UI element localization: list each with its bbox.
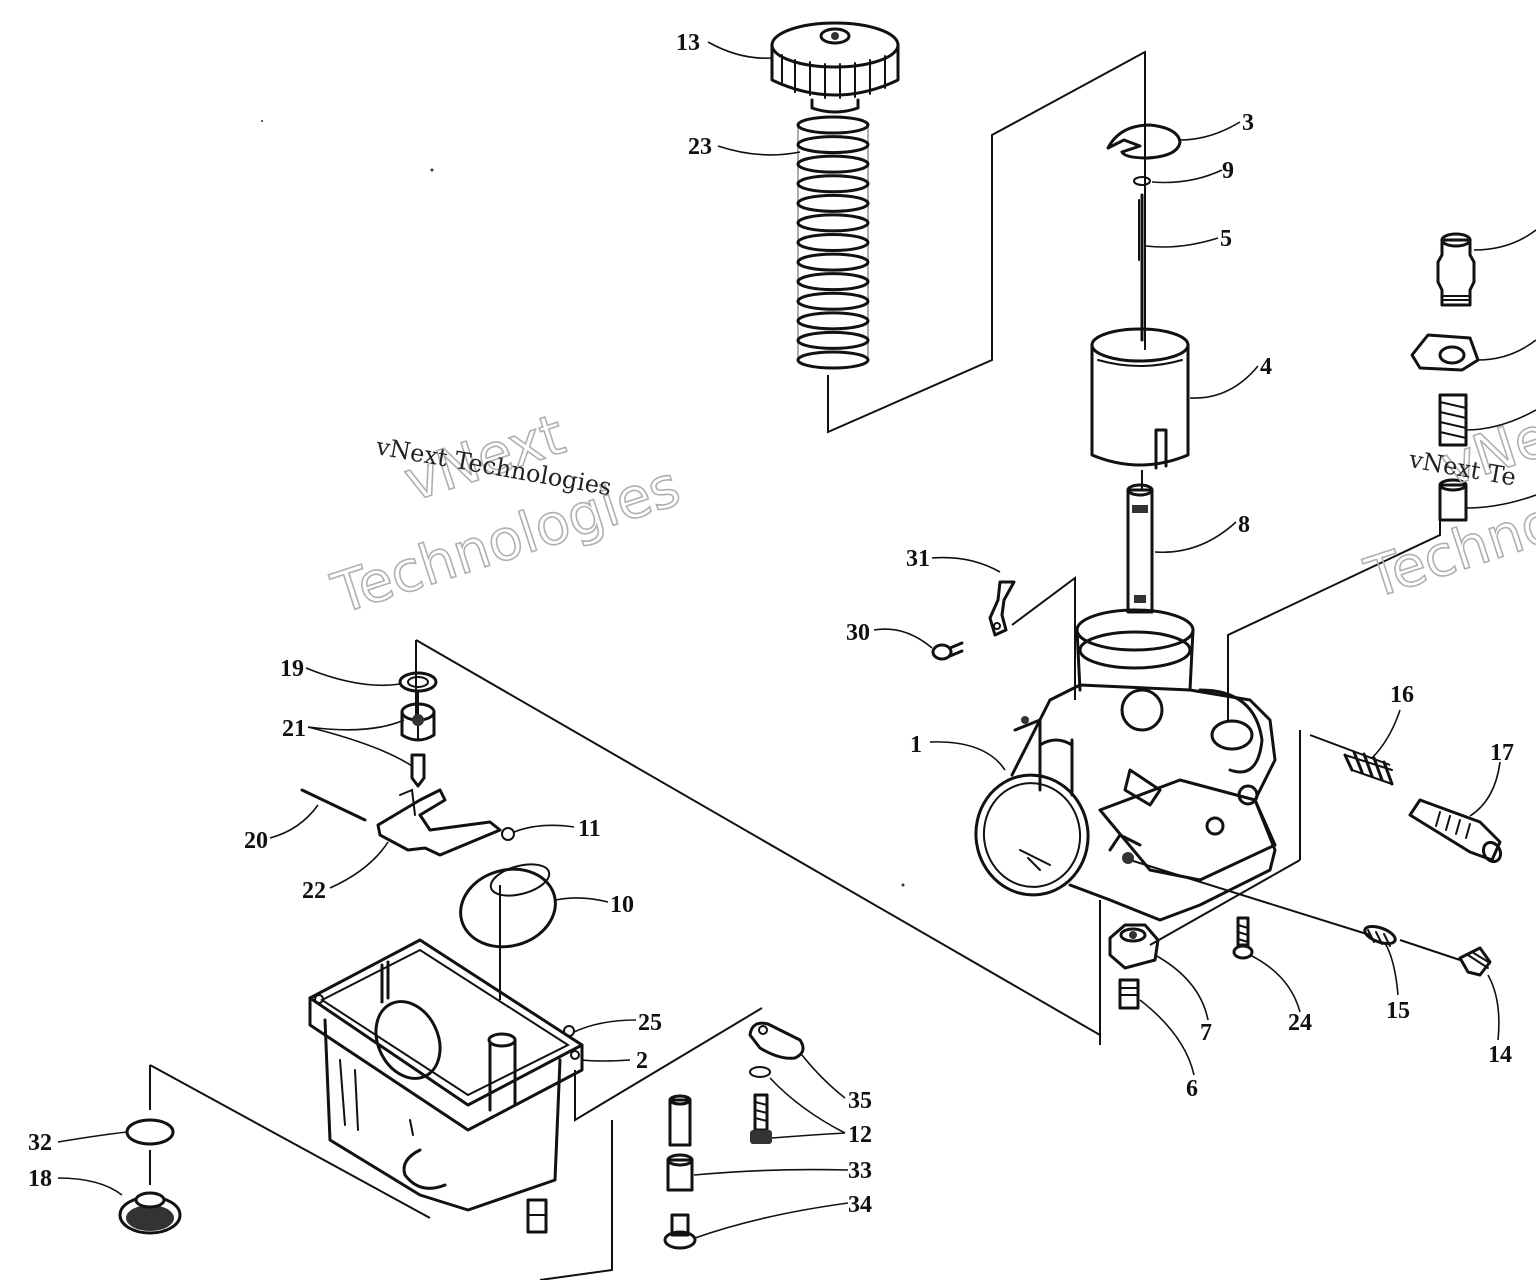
part-34-drain-screw (663, 1213, 697, 1250)
callout-22: 22 (302, 878, 326, 904)
callout-31: 31 (906, 546, 930, 572)
callout-numbers: 13 23 3 9 5 4 8 31 30 1 19 21 20 22 11 1… (28, 30, 1514, 1218)
spring-coil (796, 174, 870, 194)
part-20-float-pin (300, 788, 367, 822)
callout-2: 2 (636, 1048, 648, 1074)
stray-specks (261, 120, 905, 887)
watermark-left: vNext Technologies vNext Technologies (324, 401, 689, 628)
part-24-screw (1232, 916, 1254, 960)
part-17-pilot-screw (1408, 798, 1503, 864)
callout-33: 33 (848, 1158, 872, 1184)
part-1-carburetor-body (974, 608, 1277, 922)
part-10-float (459, 863, 557, 949)
callout-17: 17 (1490, 740, 1514, 766)
part-12-bolt (749, 1066, 772, 1144)
callout-20: 20 (244, 828, 268, 854)
spring-coil (796, 252, 870, 272)
spring-coil (796, 193, 870, 213)
callout-1: 1 (910, 732, 922, 758)
callout-30: 30 (846, 620, 870, 646)
part-3-clip-plate (1106, 123, 1182, 160)
spring-coil (796, 233, 870, 252)
callout-25: 25 (638, 1010, 662, 1036)
callout-32: 32 (28, 1130, 52, 1156)
leader-lines (57, 41, 1501, 1239)
part-21-needle-valve (400, 702, 436, 788)
part-22-float-arm (376, 788, 502, 857)
callout-3: 3 (1242, 110, 1254, 136)
part-18-drain-plug (118, 1191, 182, 1235)
callout-6: 6 (1186, 1076, 1198, 1102)
callout-24: 24 (1288, 1010, 1312, 1036)
part-8-needle-jet (1126, 483, 1154, 614)
callout-35: 35 (848, 1088, 872, 1114)
part-16-spring (1343, 750, 1394, 786)
callout-21: 21 (282, 716, 306, 742)
watermark-right-big-2: Techno (1358, 489, 1536, 611)
spring-coil (796, 272, 870, 292)
assembly-guide-lines (149, 50, 1461, 1280)
part-14-stop-screw (1458, 946, 1492, 977)
callout-11: 11 (578, 816, 601, 842)
watermark-right: vNe Techno vNext Te (1357, 403, 1536, 612)
part-35-plate (748, 1021, 805, 1060)
callout-7: 7 (1200, 1020, 1212, 1046)
callout-12: 12 (848, 1122, 872, 1148)
part-23-spring (796, 115, 870, 370)
callout-19: 19 (280, 656, 304, 682)
part-5-jet-needle (1138, 193, 1144, 342)
spring-coil (796, 154, 870, 174)
spring-coil (796, 291, 870, 311)
part-13-top-cap (770, 21, 900, 114)
spring-coil (796, 213, 870, 233)
part-7-jet-holder (1108, 923, 1160, 970)
callout-13: 13 (676, 30, 700, 56)
callout-8: 8 (1238, 512, 1250, 538)
callout-4: 4 (1260, 354, 1272, 380)
callout-18: 18 (28, 1166, 52, 1192)
spring-coil (796, 350, 870, 370)
callout-23: 23 (688, 134, 712, 160)
part-2-float-bowl (308, 938, 584, 1234)
spring-outline (797, 124, 869, 361)
callout-16: 16 (1390, 682, 1414, 708)
part-33-sleeve (666, 1094, 694, 1192)
callout-9: 9 (1222, 158, 1234, 184)
part-15-small-spring (1363, 924, 1397, 947)
callout-34: 34 (848, 1192, 872, 1218)
spring-coil (796, 330, 870, 350)
part-9-e-clip (1133, 176, 1151, 186)
callout-14: 14 (1488, 1042, 1512, 1068)
part-30-screw (931, 641, 964, 661)
part-4-throttle-slide (1090, 327, 1190, 470)
part-32-o-ring (125, 1118, 175, 1146)
callout-10: 10 (610, 892, 634, 918)
callout-15: 15 (1386, 998, 1410, 1024)
part-19-o-ring (398, 671, 438, 693)
part-31-lever (988, 580, 1016, 637)
part-6-main-jet (1118, 978, 1140, 1010)
part-11-ball (501, 827, 515, 841)
spring-coil (796, 135, 870, 155)
spring-coil (796, 115, 870, 135)
spring-coil (796, 311, 870, 331)
right-side-parts (1410, 229, 1536, 522)
callout-5: 5 (1220, 226, 1232, 252)
